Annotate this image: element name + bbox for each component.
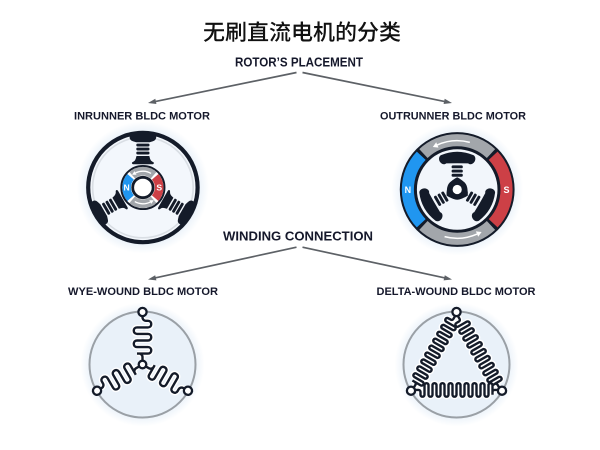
svg-text:S: S [503, 185, 509, 195]
svg-text:S: S [156, 183, 162, 193]
svg-text:INRUNNER BLDC MOTOR: INRUNNER BLDC MOTOR [74, 111, 210, 123]
svg-text:WINDING CONNECTION: WINDING CONNECTION [223, 229, 373, 244]
svg-text:N: N [405, 185, 412, 195]
svg-text:N: N [123, 183, 129, 193]
svg-text:OUTRUNNER BLDC MOTOR: OUTRUNNER BLDC MOTOR [380, 111, 526, 123]
svg-text:ROTOR’S PLACEMENT: ROTOR’S PLACEMENT [235, 55, 363, 70]
svg-text:DELTA-WOUND BLDC MOTOR: DELTA-WOUND BLDC MOTOR [377, 286, 536, 298]
svg-text:WYE-WOUND BLDC MOTOR: WYE-WOUND BLDC MOTOR [68, 286, 218, 298]
